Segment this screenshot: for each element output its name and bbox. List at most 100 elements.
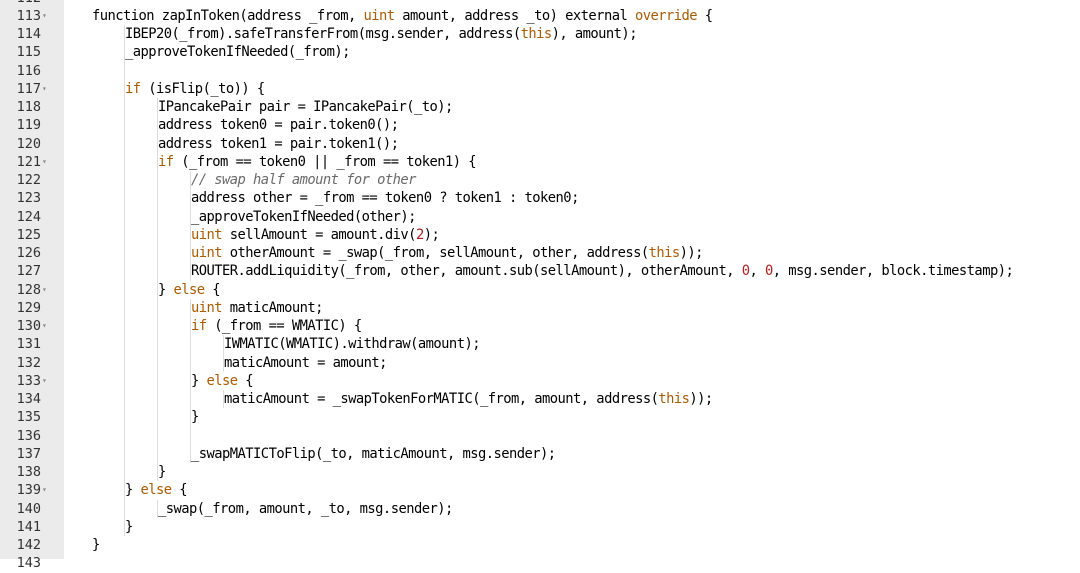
line-number: 119 (16, 117, 41, 134)
token-kw: uint (191, 299, 223, 316)
line-number: 133 (16, 372, 41, 389)
line-number: 128 (16, 281, 41, 298)
line-number: 132 (16, 354, 41, 371)
code-line[interactable]: 137 _swapMATICToFlip(_to, maticAmount, ms… (0, 445, 1080, 463)
code-text: address token1 = pair.token1(); (158, 135, 399, 153)
token: _swapMATICToFlip(_to, maticAmount, msg.s… (191, 445, 556, 462)
code-line[interactable]: 140_swap(_from, amount, _to, msg.sender)… (0, 500, 1080, 518)
token-kw: uint (363, 7, 395, 24)
code-line[interactable]: 122// swap half amount for other (0, 171, 1080, 189)
line-number: 138 (16, 464, 41, 480)
token: } (158, 464, 166, 480)
token: IPancakePair pair = IPancakePair(_to); (158, 99, 453, 115)
fold-arrow-icon[interactable]: ▾ (42, 156, 47, 166)
code-line[interactable]: 127 ROUTER.addLiquidity(_from, other, amo… (0, 262, 1080, 280)
fold-arrow-icon[interactable]: ▾ (42, 321, 47, 330)
line-number: 117 (16, 80, 41, 97)
token: address token0 = pair.token0(); (158, 117, 399, 134)
code-text: } (191, 408, 199, 426)
token: ROUTER.addLiquidity(_from, other, amount… (191, 263, 742, 280)
line-number: 125 (16, 226, 41, 243)
code-line[interactable]: 128▾} else { (0, 281, 1080, 299)
fold-arrow-icon[interactable]: ▾ (42, 83, 47, 93)
code-text: _swapMATICToFlip(_to, maticAmount, msg.s… (191, 445, 556, 463)
code-text: } (158, 463, 166, 481)
indent-guide (124, 25, 125, 536)
code-line[interactable]: 141} (0, 518, 1080, 536)
code-line[interactable]: 142} (0, 536, 1080, 554)
token: IBEP20(_from).safeTransferFrom(msg.sende… (125, 26, 521, 42)
token-kw: else (140, 482, 173, 499)
code-line[interactable]: 138} (0, 463, 1080, 481)
code-line[interactable]: 124_approveTokenIfNeeded(other); (0, 208, 1080, 226)
token: otherAmount = _swap(_from, sellAmount, o… (222, 245, 649, 261)
token-kw: uint (191, 226, 223, 243)
token: amount, address _to) external (394, 7, 635, 24)
code-line[interactable]: 117▾if (isFlip(_to)) { (0, 80, 1080, 98)
code-line[interactable]: 139▾} else { (0, 481, 1080, 499)
line-number: 126 (16, 245, 41, 261)
token: } (158, 281, 174, 298)
code-text: } else { (125, 481, 188, 499)
fold-arrow-icon[interactable]: ▾ (42, 284, 47, 294)
code-text: } else { (158, 281, 221, 299)
token-kw: if (158, 153, 174, 170)
code-line[interactable]: 143 (0, 554, 1080, 572)
token: } (125, 482, 141, 499)
line-number: 137 (16, 445, 41, 462)
indent-guide (223, 335, 224, 372)
fold-arrow-icon[interactable]: ▾ (42, 485, 47, 495)
line-number: 141 (16, 518, 41, 535)
code-text: address token0 = pair.token0(); (158, 116, 399, 134)
code-line[interactable]: 133▾} else { (0, 372, 1080, 390)
code-line[interactable]: 115_approveTokenIfNeeded(_from); (0, 43, 1080, 61)
indent-guide (223, 390, 224, 409)
fold-arrow-icon[interactable]: ▾ (42, 10, 47, 20)
line-number: 135 (16, 409, 41, 426)
code-line[interactable]: 121▾if (_from == token0 || _from == toke… (0, 153, 1080, 171)
line-number: 116 (16, 62, 41, 79)
code-text: uint maticAmount; (191, 299, 323, 317)
code-text: _approveTokenIfNeeded(other); (191, 208, 416, 226)
token: address other = _from == token0 ? token1… (191, 190, 579, 207)
code-line[interactable]: 112 (0, 0, 1080, 7)
code-text: if (_from == WMATIC) { (191, 317, 362, 335)
token: _approveTokenIfNeeded(_from); (125, 44, 350, 61)
indent-guide (157, 98, 158, 482)
code-text: if (_from == token0 || _from == token1) … (158, 153, 477, 171)
token: , (749, 263, 765, 280)
line-number: 136 (16, 427, 41, 444)
line-number: 130 (16, 318, 41, 334)
line-number: 123 (16, 190, 41, 207)
code-line[interactable]: 136 (0, 427, 1080, 445)
line-number: 127 (16, 263, 41, 280)
code-line[interactable]: 135} (0, 408, 1080, 426)
line-number: 140 (16, 500, 41, 517)
code-text: ROUTER.addLiquidity(_from, other, amount… (191, 262, 1014, 280)
token: )); (689, 391, 713, 407)
fold-arrow-icon[interactable]: ▾ (42, 375, 47, 385)
code-line[interactable]: 119 address token0 = pair.token0(); (0, 116, 1080, 134)
token: } (191, 409, 199, 426)
code-line[interactable]: 123 address other = _from == token0 ? tok… (0, 189, 1080, 207)
token: { (204, 281, 221, 298)
code-line[interactable]: 130▾ if (_from == WMATIC) { (0, 317, 1080, 335)
indent-guide (190, 298, 191, 463)
token-kw: else (173, 281, 206, 298)
code-line[interactable]: 113▾function zapInToken(address _from, u… (0, 7, 1080, 25)
code-text: IWMATIC(WMATIC).withdraw(amount); (224, 335, 481, 353)
token-kw: override (634, 7, 698, 24)
code-text: _approveTokenIfNeeded(_from); (125, 43, 350, 61)
token-num: 0 (741, 263, 750, 280)
code-line[interactable]: 116 (0, 62, 1080, 80)
